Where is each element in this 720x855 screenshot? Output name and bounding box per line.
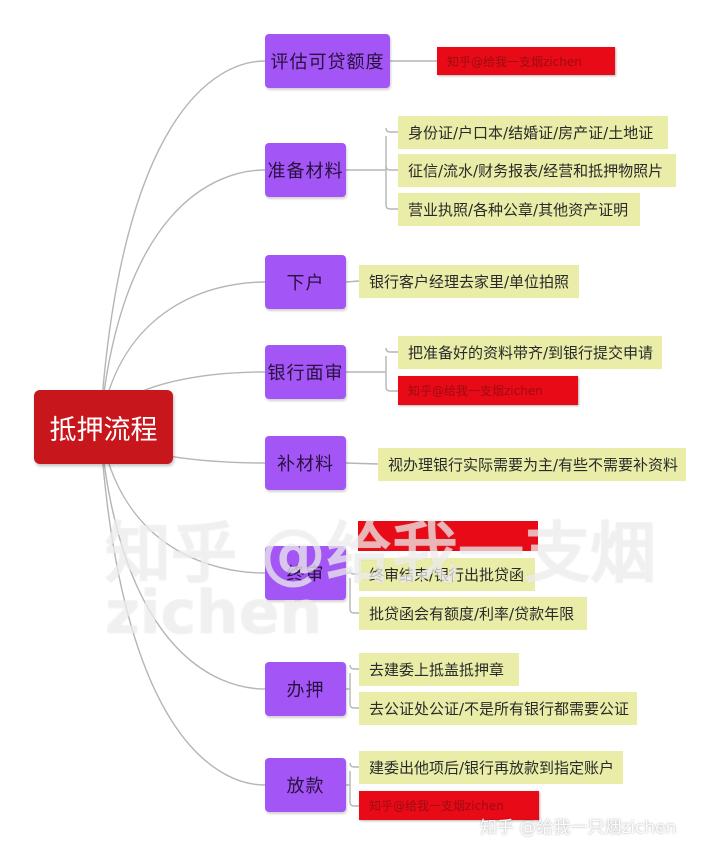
root-connector (99, 426, 266, 690)
stage-bank-interview[interactable]: 银行面审 (265, 345, 346, 399)
stage-evaluate-credit-limit[interactable]: 评估可贷额度 (265, 34, 390, 88)
root-node[interactable]: 抵押流程 (34, 390, 173, 464)
stage-leaf-connector (349, 569, 359, 575)
watermark-tag: 知乎@给我一支烟zichen (359, 791, 539, 820)
leaf-identity-documents[interactable]: 身份证/户口本/结婚证/房产证/土地证 (398, 116, 668, 149)
stage-leaf-connector (349, 801, 359, 807)
watermark-footer: 知乎 @给我一只烟zichen (480, 818, 677, 838)
root-connector (99, 169, 266, 428)
stage-loan-disbursement[interactable]: 放款 (265, 758, 346, 812)
stage-leaf-connector (345, 462, 379, 465)
stage-final-review[interactable]: 终审 (265, 546, 346, 600)
leaf-notarization[interactable]: 去公证处公证/不是所有银行都需要公证 (359, 692, 637, 725)
leaf-submit-application[interactable]: 把准备好的资料带齐/到银行提交申请 (398, 336, 662, 369)
stage-prepare-materials[interactable]: 准备材料 (265, 143, 346, 197)
leaf-manager-photo-visit[interactable]: 银行客户经理去家里/单位拍照 (359, 265, 579, 298)
stage-mortgage-registration[interactable]: 办押 (265, 662, 346, 716)
watermark-text-username: zichen (105, 578, 323, 648)
stage-leaf-connector (385, 347, 398, 353)
root-connector (99, 281, 266, 428)
root-connector (99, 60, 266, 428)
leaf-approval-letter[interactable]: 终审结束/银行出批贷函 (359, 558, 535, 591)
stage-leaf-connector (385, 127, 398, 133)
stage-leaf-connector (349, 664, 359, 670)
stage-leaf-connector (349, 762, 359, 768)
stage-leaf-connector (385, 165, 398, 171)
stage-leaf-connector (345, 280, 360, 283)
watermark-text: 知乎 @给我一支烟 (105, 515, 656, 592)
leaf-disburse-to-account[interactable]: 建委出他项后/银行再放款到指定账户 (359, 751, 623, 784)
stage-leaf-connector (349, 703, 359, 709)
watermark-tag: 知乎@给我一支烟zichen (437, 47, 615, 75)
stage-leaf-connector (385, 386, 398, 392)
leaf-business-license[interactable]: 营业执照/各种公章/其他资产证明 (398, 193, 640, 226)
root-connector (99, 426, 266, 574)
stage-leaf-connector (385, 204, 398, 210)
stage-leaf-connector (349, 608, 359, 614)
leaf-supplement-depends-bank[interactable]: 视办理银行实际需要为主/有些不需要补资料 (378, 448, 686, 481)
leaf-mortgage-stamp[interactable]: 去建委上抵盖抵押章 (359, 653, 519, 686)
stage-supplement-materials[interactable]: 补材料 (265, 436, 346, 490)
watermark-tag: 知乎@给我一支烟zichen (398, 376, 578, 405)
leaf-approval-terms[interactable]: 批贷函会有额度/利率/贷款年限 (359, 597, 587, 630)
watermark-red-bar (358, 521, 538, 551)
stage-site-visit[interactable]: 下户 (265, 255, 346, 309)
leaf-credit-financial-records[interactable]: 征信/流水/财务报表/经营和抵押物照片 (398, 154, 676, 187)
root-connector (99, 426, 266, 786)
